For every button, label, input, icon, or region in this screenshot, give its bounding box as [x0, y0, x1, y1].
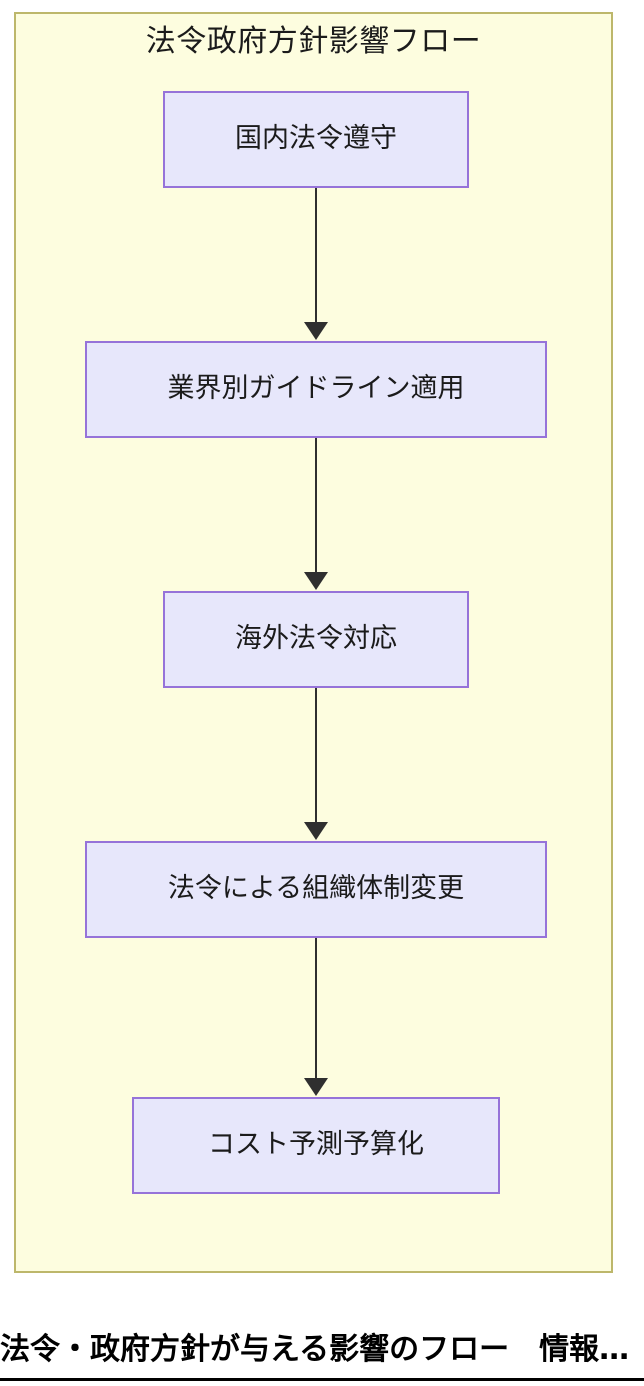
diagram-caption: 法令・政府方針が与える影響のフロー 情報…: [0, 1332, 630, 1367]
flowchart-container: 法令政府方針影響フロー 国内法令遵守 業界別ガイドライン適用 海外法令対応 法令…: [14, 12, 613, 1273]
flow-node-label: 海外法令対応: [235, 623, 397, 655]
flow-arrowhead-icon: [304, 322, 328, 340]
flow-node-label: 業界別ガイドライン適用: [167, 373, 465, 405]
flow-node-org-structure-change[interactable]: 法令による組織体制変更: [85, 841, 547, 938]
flow-connector-line: [315, 688, 317, 822]
flowchart-title: 法令政府方針影響フロー: [145, 24, 482, 59]
flow-node-domestic-compliance[interactable]: 国内法令遵守: [163, 91, 469, 188]
flow-node-cost-forecast-budgeting[interactable]: コスト予測予算化: [132, 1097, 500, 1194]
flow-node-label: コスト予測予算化: [208, 1129, 424, 1161]
caption-divider: [0, 1378, 644, 1381]
flow-node-label: 国内法令遵守: [235, 123, 397, 155]
flow-node-overseas-compliance[interactable]: 海外法令対応: [163, 591, 469, 688]
flow-arrowhead-icon: [304, 1078, 328, 1096]
flow-node-industry-guidelines[interactable]: 業界別ガイドライン適用: [85, 341, 547, 438]
flow-connector-line: [315, 438, 317, 572]
flow-arrowhead-icon: [304, 822, 328, 840]
flow-node-label: 法令による組織体制変更: [167, 873, 465, 905]
flow-arrowhead-icon: [304, 572, 328, 590]
flow-connector-line: [315, 188, 317, 322]
flow-connector-line: [315, 938, 317, 1078]
